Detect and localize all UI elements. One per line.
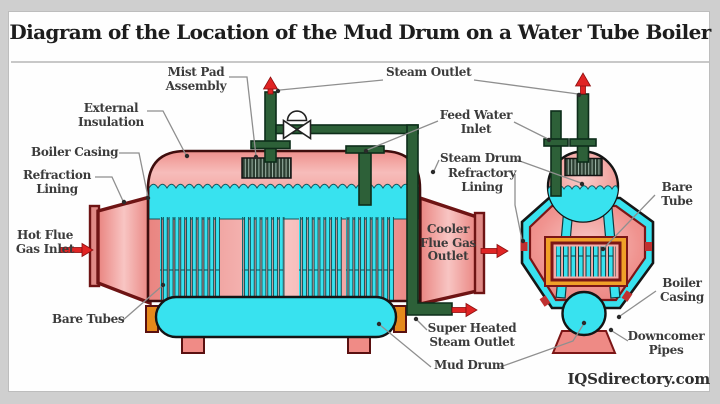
label-downcomer-pipes: Downcomer Pipes xyxy=(627,329,705,357)
label-steam-drum: Steam Drum xyxy=(440,151,522,165)
tube-banks xyxy=(160,217,394,301)
label-refractory-lining: Refractory Lining xyxy=(447,166,517,194)
cross-section-view xyxy=(520,93,655,354)
label-mud-drum: Mud Drum xyxy=(434,358,505,372)
leader-lines xyxy=(95,76,657,368)
left-flue-cone xyxy=(88,194,152,306)
label-bare-tubes: Bare Tubes xyxy=(52,312,125,326)
flow-arrow-steam-main-icon xyxy=(262,76,279,95)
superheater-pipe xyxy=(406,124,453,316)
page-title: Diagram of the Location of the Mud Drum … xyxy=(9,20,711,44)
label-boiler-casing-left: Boiler Casing xyxy=(31,145,119,159)
mud-drum-shape xyxy=(145,295,407,354)
valve-icon xyxy=(282,110,312,140)
label-boiler-casing-right: Boiler Casing xyxy=(660,276,704,304)
leader-dots xyxy=(121,88,622,333)
label-hot-flue-gas-inlet: Hot Flue Gas Inlet xyxy=(15,228,75,256)
cross-mud-drum xyxy=(561,290,607,337)
watermark: IQSdirectory.com xyxy=(567,370,710,388)
label-refraction-lining: Refraction Lining xyxy=(22,168,91,196)
label-bare-tube: Bare Tube xyxy=(661,180,693,208)
flow-arrow-cooler-flue-icon xyxy=(480,243,509,259)
label-cooler-flue-gas-outlet: Cooler Flue Gas Outlet xyxy=(420,222,476,263)
label-super-heated-steam-outlet: Super Heated Steam Outlet xyxy=(427,321,517,349)
bare-tube-box xyxy=(544,236,628,287)
label-steam-outlet: Steam Outlet xyxy=(386,65,472,79)
flow-arrow-hot-flue-icon xyxy=(59,242,94,258)
side-view xyxy=(88,91,486,354)
title-underline xyxy=(11,61,709,63)
label-external-insulation: External Insulation xyxy=(78,101,144,129)
label-feed-water-inlet: Feed Water Inlet xyxy=(439,108,513,136)
flow-arrow-superheated-icon xyxy=(451,302,478,318)
label-mist-pad-assembly: Mist Pad Assembly xyxy=(165,65,227,93)
flow-arrow-steam-cross-icon xyxy=(574,72,592,95)
cross-feed-water-pipe xyxy=(543,110,569,197)
